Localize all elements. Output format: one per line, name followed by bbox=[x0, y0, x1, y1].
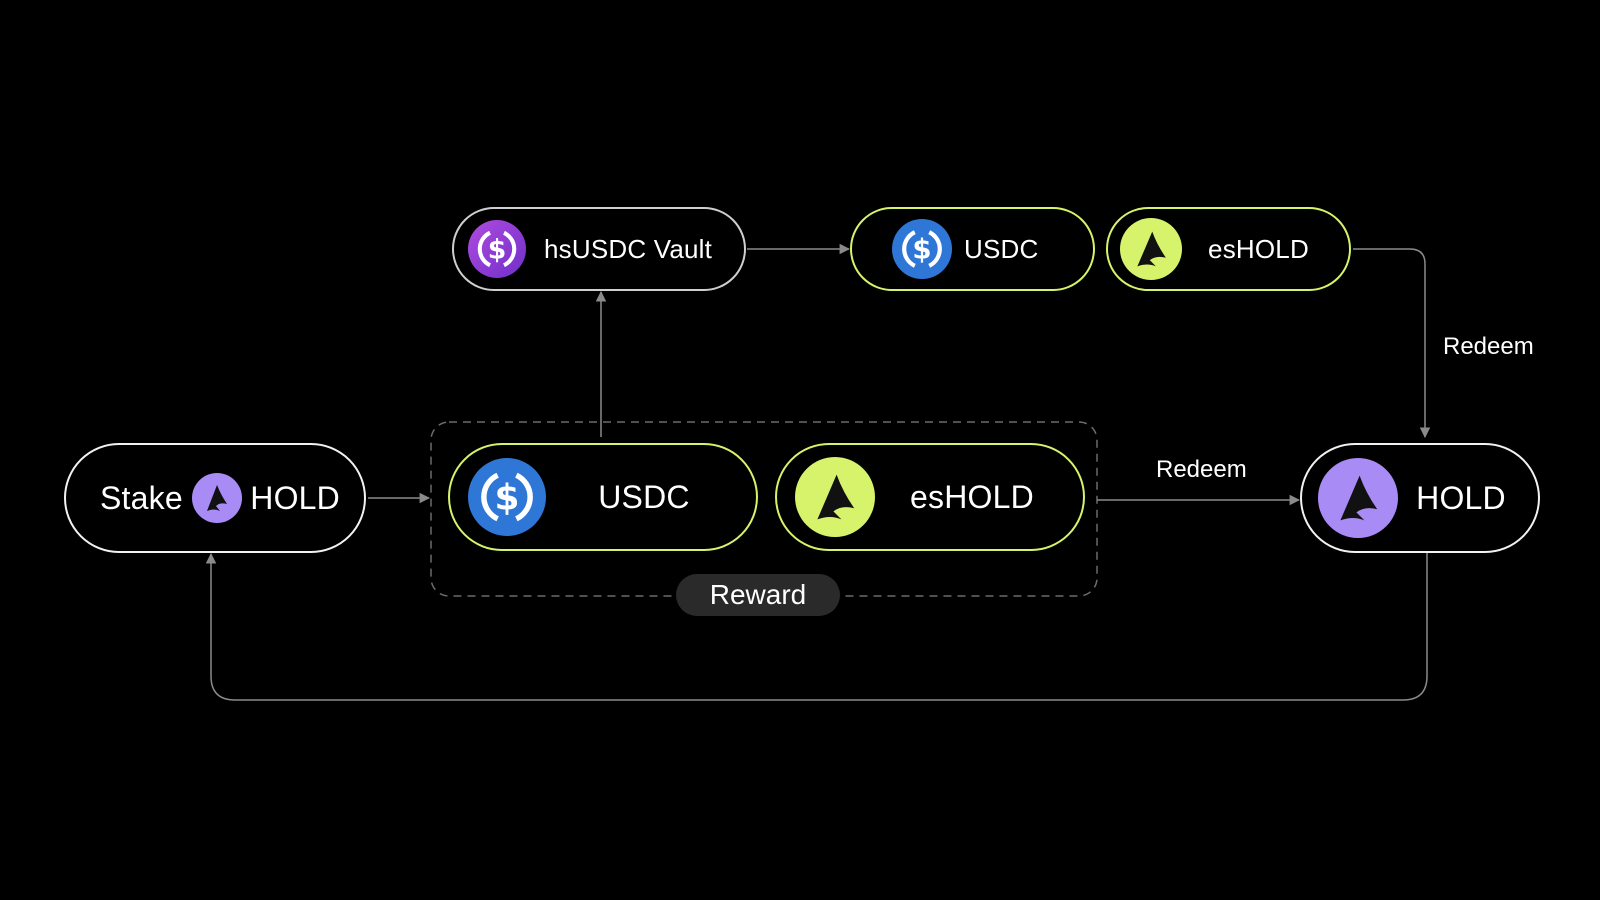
stake-label: Stake bbox=[100, 479, 183, 516]
arrow-loop-back-to-stake bbox=[205, 552, 1428, 701]
reward-usdc-label: USDC bbox=[598, 478, 690, 515]
svg-text:$: $ bbox=[495, 477, 520, 518]
reward-eshold-node[interactable]: esHOLD bbox=[775, 443, 1085, 551]
top-redeem-label: Redeem bbox=[1443, 333, 1534, 360]
svg-text:$: $ bbox=[912, 233, 931, 266]
hsusdc-vault-label: hsUSDC Vault bbox=[544, 233, 713, 264]
eshold-logo-icon bbox=[1120, 218, 1182, 280]
hold-label: HOLD bbox=[1416, 479, 1506, 516]
usdc-logo-icon: $ bbox=[468, 458, 546, 536]
hsusdc-logo-icon: $ bbox=[468, 220, 526, 278]
top-eshold-label: esHOLD bbox=[1208, 233, 1309, 264]
hold-logo-icon bbox=[1318, 458, 1398, 538]
top-eshold-node[interactable]: esHOLD bbox=[1106, 207, 1351, 291]
top-usdc-node[interactable]: $ USDC bbox=[850, 207, 1095, 291]
svg-text:$: $ bbox=[488, 234, 507, 265]
reward-usdc-node[interactable]: $ USDC bbox=[448, 443, 758, 551]
top-usdc-label: USDC bbox=[964, 233, 1039, 264]
stake-token-label: HOLD bbox=[250, 479, 340, 516]
eshold-logo-icon bbox=[795, 457, 875, 537]
arrow-top-redeem bbox=[1353, 248, 1431, 439]
middle-redeem-label: Redeem bbox=[1156, 456, 1247, 483]
hsusdc-vault-node[interactable]: $ hsUSDC Vault bbox=[452, 207, 746, 291]
reward-eshold-label: esHOLD bbox=[910, 478, 1034, 515]
reward-group-label: Reward bbox=[676, 574, 840, 616]
hold-logo-icon bbox=[191, 473, 242, 523]
usdc-logo-icon: $ bbox=[892, 219, 952, 279]
hold-node[interactable]: HOLD bbox=[1300, 443, 1540, 553]
stake-hold-node[interactable]: Stake HOLD bbox=[64, 443, 366, 553]
